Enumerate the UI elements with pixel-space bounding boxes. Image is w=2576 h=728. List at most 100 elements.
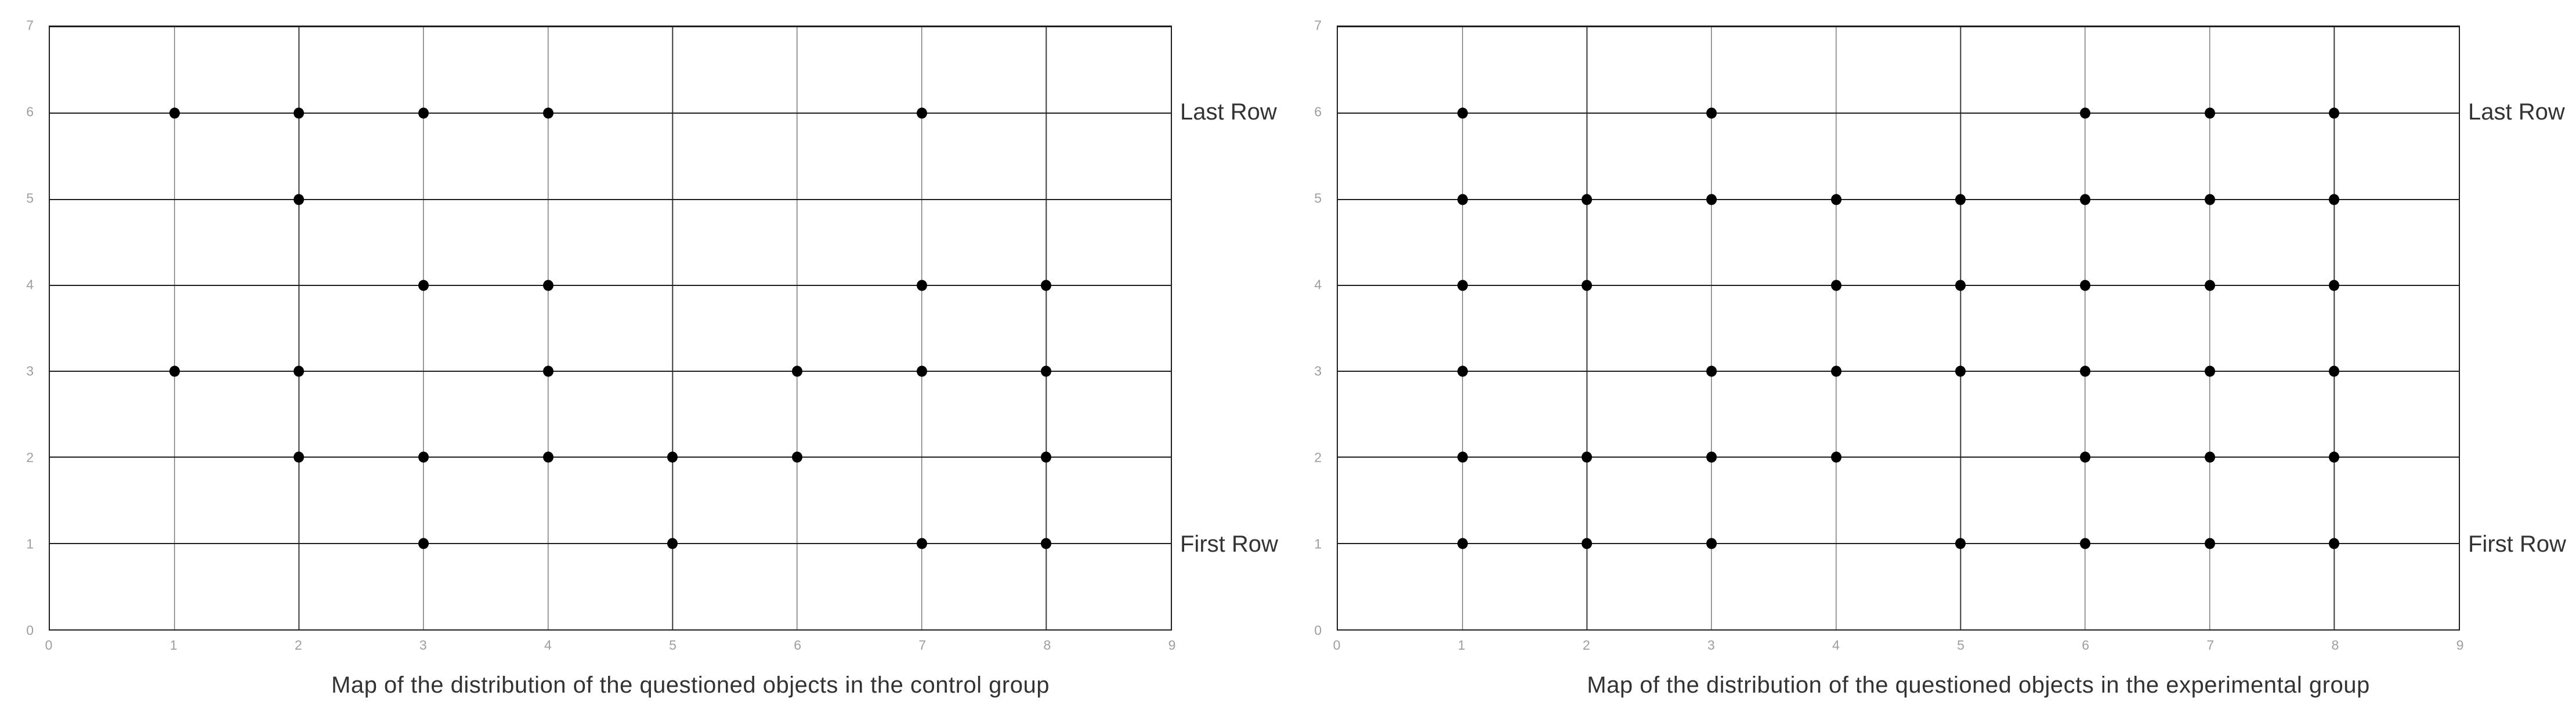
data-point: [1955, 365, 1966, 377]
data-point: [2204, 451, 2215, 463]
first-row-label: First Row: [1180, 531, 1278, 557]
data-point: [667, 451, 678, 463]
x-tick-label: 8: [2331, 638, 2339, 653]
y-tick-label: 4: [26, 277, 34, 292]
data-point: [2079, 451, 2090, 463]
data-point: [2204, 280, 2215, 291]
chart-caption: Map of the distribution of the questione…: [1587, 672, 2370, 698]
data-point: [916, 107, 927, 119]
data-point: [1582, 194, 1593, 205]
x-tick-label: 0: [45, 638, 53, 653]
data-point: [1582, 280, 1593, 291]
x-tick-label: 3: [1707, 638, 1715, 653]
data-point: [1706, 194, 1717, 205]
x-tick-label: 6: [2082, 638, 2090, 653]
horizontal-gridline: [1338, 198, 2459, 200]
data-point: [2329, 451, 2340, 463]
y-tick-label: 5: [1314, 190, 1322, 206]
y-tick-label: 2: [26, 450, 34, 465]
horizontal-gridline: [1338, 371, 2459, 372]
y-tick-label: 5: [26, 190, 34, 206]
data-point: [1830, 365, 1841, 377]
data-point: [2079, 538, 2090, 549]
chart-caption: Map of the distribution of the questione…: [331, 672, 1050, 698]
x-tick-label: 9: [2456, 638, 2464, 653]
data-point: [1955, 280, 1966, 291]
data-point: [1457, 107, 1468, 119]
data-point: [294, 194, 305, 205]
data-point: [1706, 538, 1717, 549]
data-point: [916, 280, 927, 291]
data-point: [1041, 365, 1052, 377]
x-tick-label: 7: [2206, 638, 2215, 653]
last-row-label: Last Row: [1180, 99, 1277, 125]
horizontal-gridline: [1338, 113, 2459, 114]
data-point: [2329, 538, 2340, 549]
horizontal-gridline: [50, 113, 1171, 114]
horizontal-gridline: [50, 198, 1171, 200]
data-point: [2204, 194, 2215, 205]
data-point: [1041, 280, 1052, 291]
y-tick-label: 6: [26, 104, 34, 119]
row-annotations: Last Row First Row: [1172, 26, 1288, 631]
y-tick-label: 2: [1314, 450, 1322, 465]
data-point: [542, 451, 553, 463]
horizontal-gridline: [50, 457, 1171, 458]
x-tick-label: 5: [669, 638, 676, 653]
y-tick-label: 1: [1314, 536, 1322, 552]
horizontal-gridline: [50, 284, 1171, 286]
data-point: [294, 365, 305, 377]
data-point: [418, 538, 429, 549]
data-point: [1582, 538, 1593, 549]
data-point: [2329, 365, 2340, 377]
data-point: [791, 451, 802, 463]
data-point: [2079, 107, 2090, 119]
data-point: [1457, 538, 1468, 549]
vertical-gridline: [1960, 27, 1962, 629]
y-tick-label: 4: [1314, 277, 1322, 292]
vertical-gridline: [173, 27, 175, 629]
vertical-gridline: [2209, 27, 2210, 629]
data-point: [791, 365, 802, 377]
data-point: [1830, 194, 1841, 205]
data-point: [2079, 280, 2090, 291]
data-point: [2329, 194, 2340, 205]
vertical-gridline: [1461, 27, 1463, 629]
plot-area: [1337, 26, 2460, 631]
data-point: [2079, 365, 2090, 377]
x-tick-label: 3: [419, 638, 427, 653]
data-point: [1457, 451, 1468, 463]
data-point: [916, 365, 927, 377]
y-tick-label: 7: [1314, 17, 1322, 33]
data-point: [1582, 451, 1593, 463]
x-tick-label: 1: [169, 638, 178, 653]
data-point: [1830, 280, 1841, 291]
y-tick-label: 3: [26, 363, 34, 379]
vertical-gridline: [1711, 27, 1712, 629]
data-point: [542, 365, 553, 377]
row-annotations: Last Row First Row: [2460, 26, 2576, 631]
x-tick-label: 4: [1832, 638, 1840, 653]
data-point: [169, 107, 180, 119]
data-point: [169, 365, 180, 377]
data-point: [542, 107, 553, 119]
data-point: [667, 538, 678, 549]
data-point: [1706, 451, 1717, 463]
data-point: [1041, 451, 1052, 463]
data-point: [1706, 365, 1717, 377]
last-row-label: Last Row: [2468, 99, 2565, 125]
data-point: [1457, 280, 1468, 291]
y-tick-label: 6: [1314, 104, 1322, 119]
x-tick-label: 9: [1168, 638, 1176, 653]
data-point: [2079, 194, 2090, 205]
data-point: [294, 107, 305, 119]
x-tick-label: 8: [1043, 638, 1051, 653]
x-tick-label: 1: [1457, 638, 1466, 653]
